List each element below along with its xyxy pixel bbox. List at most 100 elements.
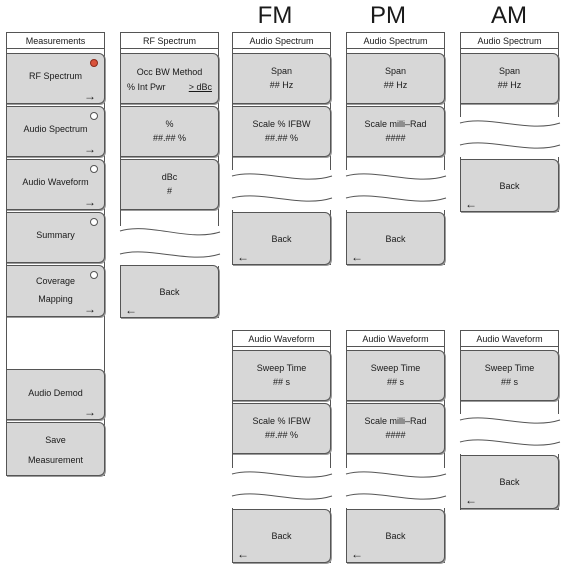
span-value: ## Hz <box>497 80 522 90</box>
dbc-option: > dBc <box>188 82 212 92</box>
fm-waveform-back-key[interactable]: Back ← <box>232 509 331 563</box>
back-label: Back <box>499 181 520 191</box>
pm-audio-waveform-title: Audio Waveform <box>346 330 445 347</box>
coverage-label: Coverage <box>35 276 76 286</box>
pm-audio-spectrum-title: Audio Spectrum <box>346 32 445 49</box>
fm-audio-spectrum-title: Audio Spectrum <box>232 32 331 49</box>
audio-spectrum-key[interactable]: Audio Spectrum → <box>6 106 105 157</box>
dbc-value: # <box>166 186 172 196</box>
arrow-left-icon: ← <box>125 303 137 317</box>
arrow-right-icon: → <box>84 302 96 316</box>
pm-scale-key[interactable]: Scale milli–Rad #### <box>346 106 445 157</box>
back-label: Back <box>271 531 292 541</box>
am-waveform-back-key[interactable]: Back ← <box>460 455 559 509</box>
scale-value: #### <box>385 133 406 143</box>
column-header-fm: FM <box>257 2 293 29</box>
sweep-time-value: ## s <box>386 377 404 387</box>
span-label: Span <box>498 66 521 76</box>
pm-waveform-scale-key[interactable]: Scale milli–Rad #### <box>346 403 445 454</box>
arrow-left-icon: ← <box>465 197 477 211</box>
menu-break <box>459 414 561 454</box>
arrow-right-icon: → <box>84 142 96 156</box>
span-label: Span <box>270 66 293 76</box>
pm-back-key[interactable]: Back ← <box>346 212 445 265</box>
menu-break <box>345 468 447 508</box>
fm-back-key[interactable]: Back ← <box>232 212 331 265</box>
percent-key[interactable]: % ##.## % <box>120 106 219 157</box>
arrow-left-icon: ← <box>351 547 363 561</box>
arrow-left-icon: ← <box>465 493 477 507</box>
am-audio-spectrum-title: Audio Spectrum <box>460 32 559 49</box>
dbc-key[interactable]: dBc # <box>120 159 219 210</box>
fm-audio-waveform-title: Audio Waveform <box>232 330 331 347</box>
span-label: Span <box>384 66 407 76</box>
sweep-time-label: Sweep Time <box>484 363 535 373</box>
coverage-mapping-key[interactable]: Coverage Mapping → <box>6 265 105 317</box>
menu-break <box>231 468 333 508</box>
save-label: Save <box>45 435 66 445</box>
rf-spectrum-key[interactable]: RF Spectrum → <box>6 53 105 104</box>
am-sweep-time-key[interactable]: Sweep Time ## s <box>460 350 559 401</box>
radio-unselected-icon <box>90 271 98 279</box>
am-back-key[interactable]: Back ← <box>460 159 559 212</box>
measurement-label: Measurement <box>27 455 84 465</box>
audio-demod-key[interactable]: Audio Demod → <box>6 369 105 420</box>
percent-value: ##.## % <box>152 133 187 143</box>
audio-spectrum-label: Audio Spectrum <box>23 124 88 134</box>
back-label: Back <box>159 287 180 297</box>
dbc-label: dBc <box>161 172 178 182</box>
sweep-time-value: ## s <box>272 377 290 387</box>
mapping-label: Mapping <box>38 294 73 304</box>
percent-label: % <box>165 119 174 129</box>
column-header-pm: PM <box>370 2 406 29</box>
pm-waveform-back-key[interactable]: Back ← <box>346 509 445 563</box>
fm-scale-key[interactable]: Scale % IFBW ##.## % <box>232 106 331 157</box>
rf-spectrum-label: RF Spectrum <box>28 71 82 81</box>
audio-waveform-key[interactable]: Audio Waveform → <box>6 159 105 210</box>
audio-demod-label: Audio Demod <box>28 388 83 398</box>
rf-spectrum-menu-title: RF Spectrum <box>120 32 219 49</box>
fm-sweep-time-key[interactable]: Sweep Time ## s <box>232 350 331 401</box>
radio-unselected-icon <box>90 218 98 226</box>
summary-label: Summary <box>36 230 75 240</box>
occ-bw-method-key[interactable]: Occ BW Method % Int Pwr > dBc <box>120 53 219 104</box>
audio-waveform-label: Audio Waveform <box>22 177 89 187</box>
scale-value: #### <box>385 430 406 440</box>
int-pwr-option: % Int Pwr <box>127 82 166 92</box>
back-label: Back <box>385 531 406 541</box>
measurements-menu-title: Measurements <box>6 32 105 49</box>
scale-value: ##.## % <box>264 133 299 143</box>
span-value: ## Hz <box>383 80 408 90</box>
arrow-left-icon: ← <box>237 547 249 561</box>
summary-key[interactable]: Summary <box>6 212 105 263</box>
fm-waveform-scale-key[interactable]: Scale % IFBW ##.## % <box>232 403 331 454</box>
scale-label: Scale % IFBW <box>252 416 311 426</box>
save-measurement-key[interactable]: Save Measurement <box>6 422 105 476</box>
scale-value: ##.## % <box>264 430 299 440</box>
am-audio-waveform-title: Audio Waveform <box>460 330 559 347</box>
arrow-right-icon: → <box>84 195 96 209</box>
am-span-key[interactable]: Span ## Hz <box>460 53 559 104</box>
back-label: Back <box>385 234 406 244</box>
sweep-time-label: Sweep Time <box>370 363 421 373</box>
scale-label: Scale % IFBW <box>252 119 311 129</box>
radio-unselected-icon <box>90 112 98 120</box>
scale-label: Scale milli–Rad <box>364 119 427 129</box>
arrow-right-icon: → <box>84 89 96 103</box>
sweep-time-label: Sweep Time <box>256 363 307 373</box>
menu-break <box>345 170 447 210</box>
arrow-right-icon: → <box>84 405 96 419</box>
back-label: Back <box>499 477 520 487</box>
radio-unselected-icon <box>90 165 98 173</box>
pm-sweep-time-key[interactable]: Sweep Time ## s <box>346 350 445 401</box>
menu-break <box>119 226 221 266</box>
pm-span-key[interactable]: Span ## Hz <box>346 53 445 104</box>
back-label: Back <box>271 234 292 244</box>
column-header-am: AM <box>491 2 527 29</box>
fm-span-key[interactable]: Span ## Hz <box>232 53 331 104</box>
radio-selected-icon <box>90 59 98 67</box>
scale-label: Scale milli–Rad <box>364 416 427 426</box>
occ-bw-method-label: Occ BW Method <box>136 67 203 77</box>
rf-back-key[interactable]: Back ← <box>120 265 219 318</box>
arrow-left-icon: ← <box>237 250 249 264</box>
